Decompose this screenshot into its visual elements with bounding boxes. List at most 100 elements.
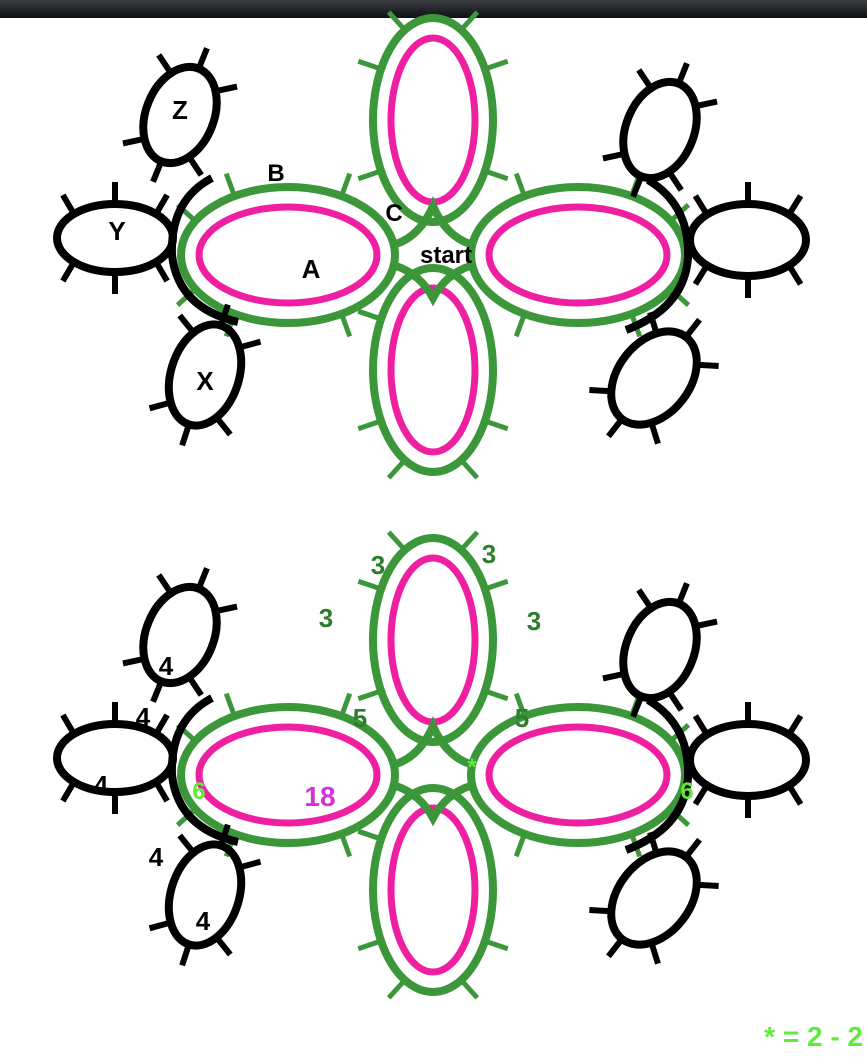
right-chain-count: 6 [680,778,693,805]
chain-lower-count: 4 [149,842,164,872]
outer-chain-right [624,176,693,334]
outer-ring-picot [214,603,238,615]
center-ring-right [485,723,671,827]
chain-picot [459,10,480,32]
outer-ring-picot [179,943,192,967]
ring-x-count: 4 [196,906,211,936]
inner-chain-count-right: 5 [515,703,529,733]
outer-ring-picot [153,713,170,736]
ring-x-label: X [196,366,214,396]
join-c-label: C [385,200,402,227]
start-label: start [420,242,472,269]
outer-ring-picot [675,62,690,85]
split-join-star: * [467,754,477,781]
outer-ring-picot [214,415,233,437]
motif-stitch-counts [53,530,810,1000]
outer-ring-picot [786,263,804,286]
center-join-chain [394,262,472,307]
outer-ring-picot [666,170,684,192]
center-ring-left [195,203,381,307]
center-join-chain [394,782,472,827]
chain-picot [357,828,382,842]
ring-y-count: 4 [94,770,109,800]
chain-picot [513,833,527,858]
center-ring-top [387,554,479,726]
outer-ring-left-middle [53,720,177,796]
chain-b-label: B [267,160,284,187]
chain-picot [484,938,509,952]
window-top-edge [0,0,867,18]
chain-picot [223,692,237,717]
chain-loop-left [177,703,399,847]
chain-picot [484,578,509,592]
outer-chain-left [167,694,239,846]
chain-loop-top [369,14,497,226]
outer-ring-picot [238,338,262,351]
outer-ring-picot [683,317,702,339]
chain-picot [357,688,382,702]
chain-picot [357,308,382,322]
chain-picot [513,172,527,197]
outer-ring-picot [666,690,684,712]
outer-ring-picot [186,675,204,697]
outer-ring-picot [683,837,702,859]
outer-ring-picot [648,941,661,965]
chain-picot [357,938,382,952]
chain-picot [459,978,480,1000]
center-ring-top [387,34,479,206]
chain-picot [484,58,509,72]
center-ring-right [485,203,671,307]
outer-ring-picot [675,582,690,605]
center-join-chain [394,195,472,248]
outer-ring-picot [179,423,192,447]
outer-ring-picot [692,714,710,737]
chain-loop-left [177,183,399,327]
chain-picot [357,58,382,72]
outer-ring-picot [696,881,719,889]
outer-ring-picot [630,695,645,718]
outer-ring-picot [606,417,625,439]
outer-ring-picot [589,907,612,915]
chain-picot [386,978,407,1000]
outer-ring-picot [150,160,165,183]
outer-ring-picot [122,655,146,667]
chain-upper-count: 4 [136,702,151,732]
outer-chain-right [624,696,693,854]
chain-loop-bottom [369,264,497,476]
outer-ring-right-middle [686,200,810,280]
outer-ring-picot [692,263,710,286]
center-ring-bottom [387,284,479,456]
outer-ring-picot [186,155,204,177]
outer-ring-picot [148,399,172,412]
outer-ring-picot [177,833,196,855]
chain-picot [484,168,509,182]
outer-ring-picot [636,588,654,610]
outer-ring-picot [60,780,77,803]
outer-ring-picot [786,194,804,217]
outer-ring-picot [156,573,174,595]
outer-ring-picot [692,194,710,217]
outer-ring-picot [214,935,233,957]
chain-picot [484,418,509,432]
left-chain-count: 6 [192,778,205,805]
center-join-chain [394,715,472,768]
chain-picot [339,313,353,338]
legend-note: * = 2 - 2 [764,1021,863,1052]
outer-ring-picot [150,680,165,703]
inner-chain-count-left: 5 [353,703,367,733]
chain-picot [386,530,407,552]
outer-ring-picot [60,193,77,216]
outer-ring-right-upper [619,597,701,703]
motif-labeled-parts [53,10,810,480]
outer-ring-picot [602,150,626,162]
outer-ring-picot [630,175,645,198]
outer-ring-right-upper [619,77,701,183]
chain-picot [357,168,382,182]
outer-ring-left-upper [139,582,221,688]
outer-ring-picot [648,421,661,445]
outer-ring-picot [177,313,196,335]
outer-ring-picot [692,783,710,806]
outer-ring-picot [589,387,612,395]
